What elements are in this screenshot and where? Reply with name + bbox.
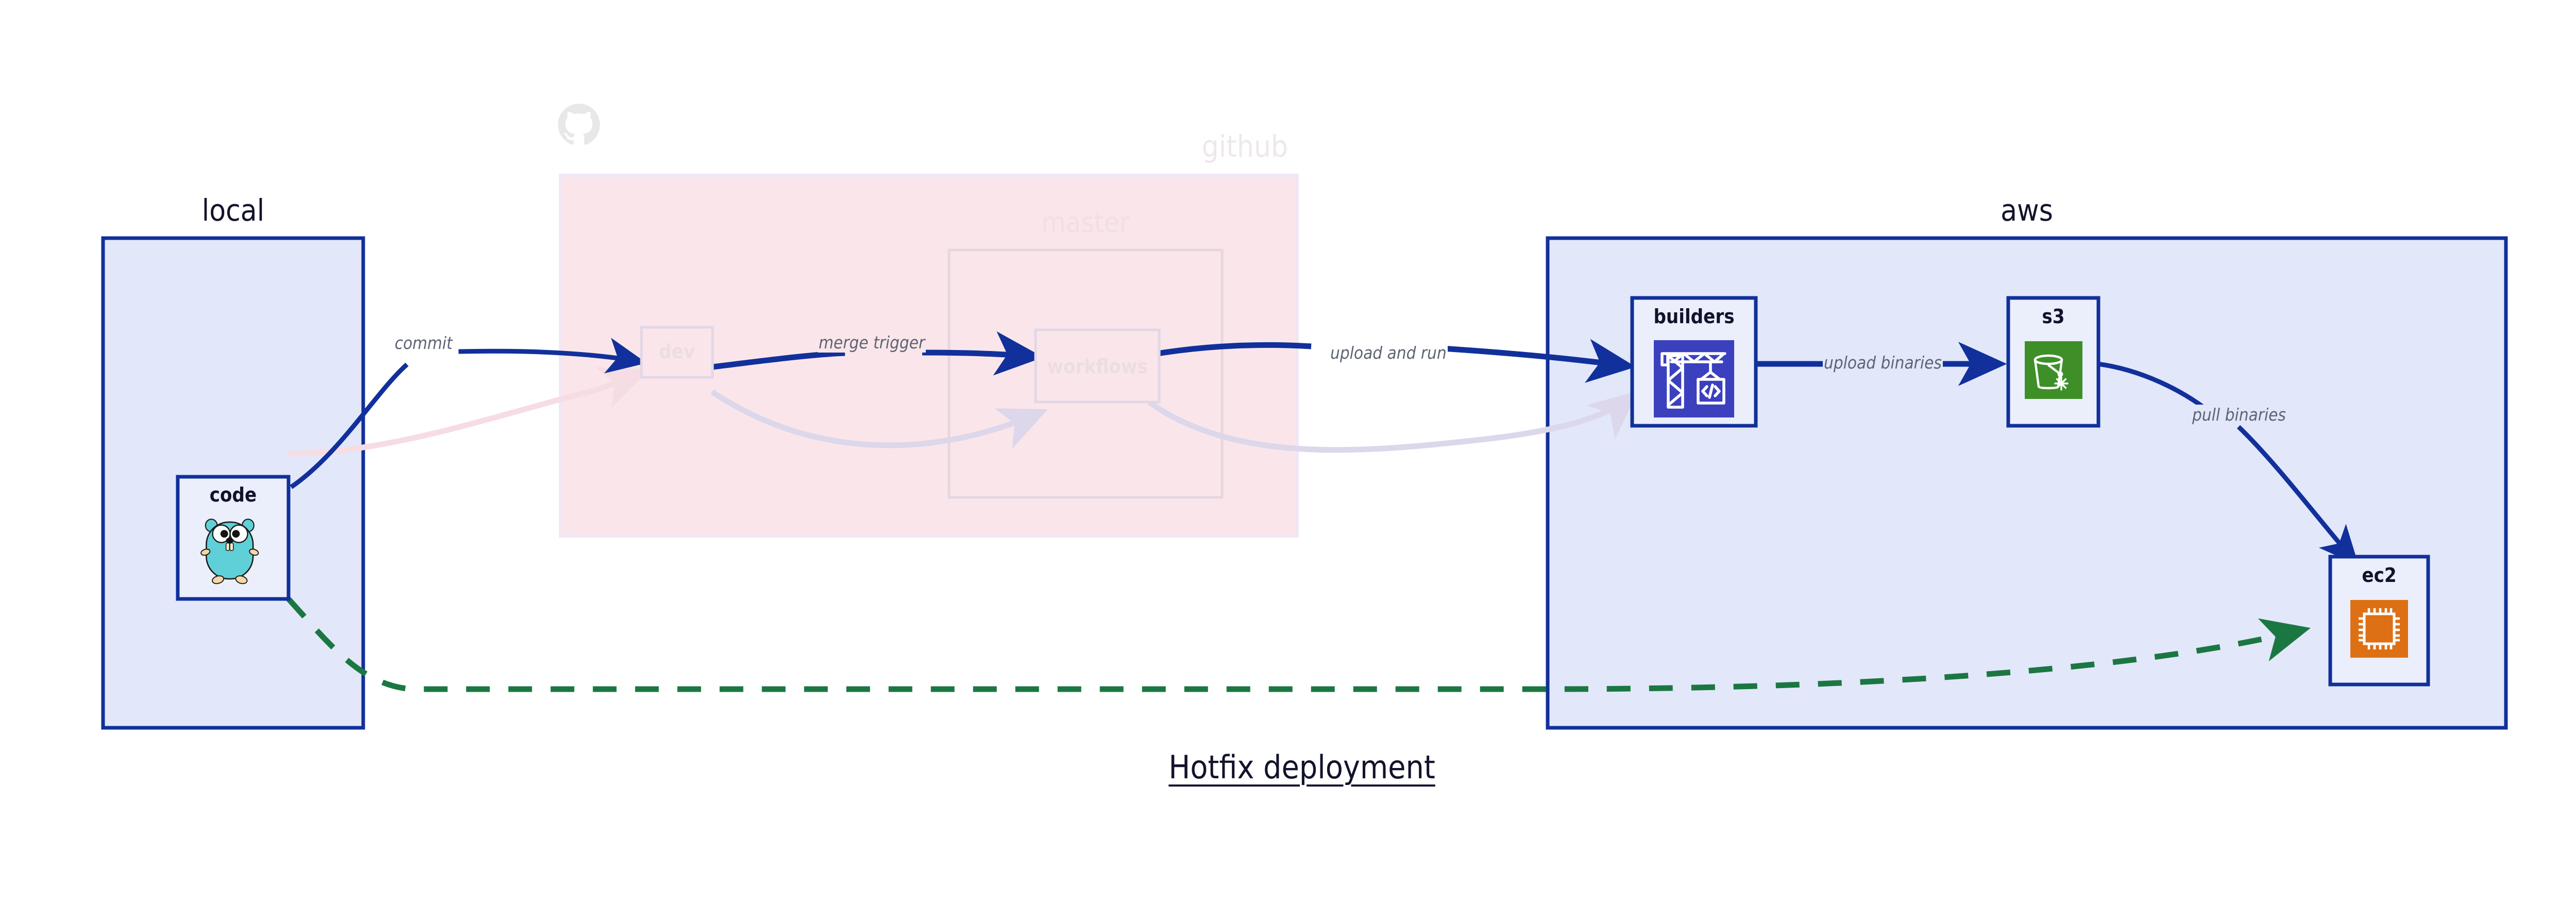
node-box-dev[interactable]	[640, 326, 714, 379]
node-box-workflows[interactable]	[1034, 328, 1161, 404]
aws-ec2-icon	[2350, 600, 2408, 658]
edge-upload-and-run-tail	[1442, 339, 1636, 383]
edge-faded-dev-to-workflows	[710, 389, 1048, 449]
edge-hotfix-direct	[286, 597, 2311, 692]
edge-faded-workflows-to-builders	[1147, 391, 1638, 453]
edge-pull-binaries-tail	[2236, 425, 2359, 566]
diagram-title: Hotfix deployment	[1168, 748, 1435, 786]
edge-upload-and-run-head	[1150, 342, 1312, 358]
edge-pull-binaries-head	[2097, 361, 2212, 414]
github-octocat-icon	[558, 104, 600, 145]
aws-s3-glacier-icon	[2025, 341, 2082, 399]
edge-commit-tail	[458, 338, 647, 374]
edge-merge-trigger-tail	[922, 331, 1044, 376]
go-gopher-icon	[200, 519, 259, 584]
edge-commit	[290, 362, 409, 489]
aws-codebuild-icon	[1654, 340, 1734, 417]
edge-merge-trigger-head	[711, 350, 845, 370]
